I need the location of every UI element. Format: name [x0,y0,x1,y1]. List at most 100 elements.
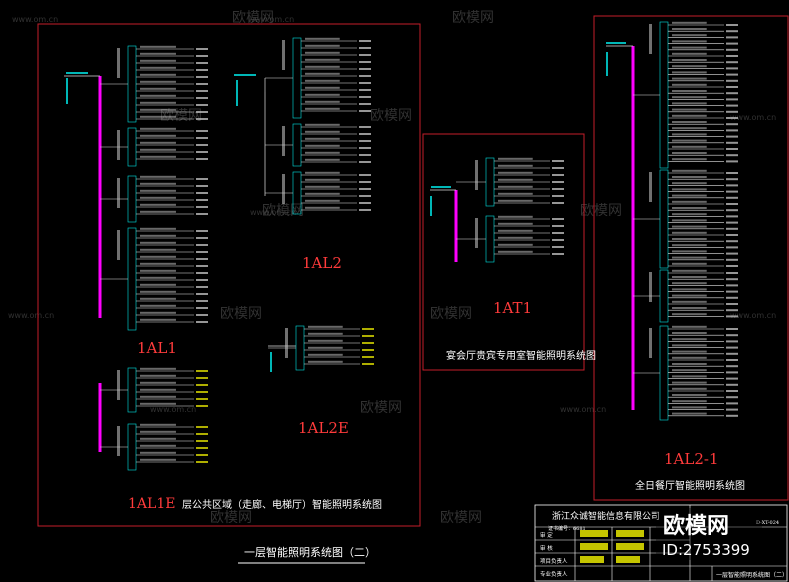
load-label [196,384,208,386]
frame-public-area [37,23,421,527]
watermark-url: www.om.cn [248,15,294,24]
sheet-title: 一层智能照明系统图（二） [244,545,376,559]
load-label [362,363,374,365]
branch-label [308,360,343,363]
branch-label [672,127,707,130]
load-label [726,79,738,82]
frame-1al2-1 [593,15,789,501]
branch-label [140,108,176,111]
branch-label [672,344,707,347]
load-label [196,230,208,232]
load-label [196,192,208,194]
load-label [726,184,738,187]
branch-label [140,451,176,454]
load-label [359,110,371,112]
load-label [726,154,738,157]
branch-label [305,206,340,209]
branch-label [140,80,176,83]
watermark-url: www.om.cn [250,208,296,217]
title-public-area: 层公共区域（走廊、电梯厅）智能照明系统图 [182,498,382,511]
load-label [726,252,738,255]
load-label [726,110,738,113]
load-label [726,104,738,107]
load-label [726,221,738,224]
load-label [552,181,564,183]
load-label [726,371,738,374]
branch-label [140,87,176,90]
load-label [726,408,738,411]
stamp-logo: 欧模网 [663,513,729,539]
branch-label [305,130,340,133]
branch-label [498,185,533,188]
branch-label [140,115,176,118]
branch-label [305,137,340,140]
distribution-cluster [633,21,738,169]
branch-label [672,244,707,247]
load-label [726,172,738,174]
load-label [359,154,371,156]
branch-label [305,144,340,147]
load-label [196,151,208,153]
load-label [196,178,208,180]
load-label [726,340,738,343]
load-label [726,328,738,330]
distribution-cluster [633,325,738,421]
load-label [726,414,738,417]
load-label [196,321,208,323]
module-box [127,367,137,413]
module-tag-text [117,230,120,260]
distribution-cluster [265,123,371,167]
branch-label [140,388,176,391]
load-label [362,349,374,351]
load-label [726,135,738,138]
branch-label [140,437,176,440]
vertical-tag-1al2e [270,352,272,372]
branch-label [140,297,176,300]
load-label [359,147,371,149]
tb-signature-4 [616,530,644,537]
branch-label [672,300,707,303]
watermark-url: www.om.cn [560,405,606,414]
vertical-tag-1at1 [430,196,432,216]
branch-label [672,83,707,86]
load-label [726,30,738,33]
load-label [726,209,738,212]
load-label [196,62,208,64]
watermark-url: www.om.cn [730,113,776,122]
branch-label [672,77,707,80]
tb-company: 浙江众诚智能信息有限公司 [552,510,660,522]
load-label [726,92,738,95]
branch-label [305,58,340,61]
branch-label [140,52,176,55]
branch-label [308,332,343,335]
branch-label [672,121,707,123]
load-label [726,284,738,287]
branch-label [305,51,340,54]
branch-label [672,325,707,328]
watermark-brand: 欧模网 [580,203,622,219]
module-tag-text [117,48,120,78]
load-label [359,54,371,56]
load-label [726,36,738,39]
distribution-cluster [633,169,738,269]
tb-signature-1 [580,530,608,537]
branch-label [672,225,707,228]
load-label [552,195,564,197]
branch-label [305,171,340,174]
module-box [485,215,495,263]
module-box [127,45,137,123]
load-label [552,174,564,176]
load-label [726,309,738,312]
branch-label [672,307,707,309]
tb-row-4: 专业负责人 [540,570,568,578]
distribution-cluster [100,227,208,331]
load-label [196,69,208,71]
module-tag-text [282,126,285,156]
load-label [196,370,208,372]
load-label [359,181,371,183]
module-tag-text [282,174,285,204]
load-label [196,251,208,253]
load-label [196,97,208,99]
load-label [726,190,738,193]
branch-label [140,203,176,206]
